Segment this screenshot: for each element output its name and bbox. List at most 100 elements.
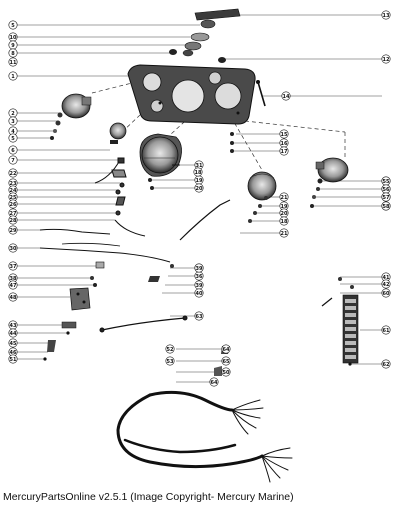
socket-parts [90,261,174,287]
callout-number: 17 [281,149,288,155]
callout-number: 40 [196,291,203,297]
callout-circle [8,133,18,143]
callout-number: 12 [383,57,390,63]
callout-number: 65 [223,359,230,365]
callout-circle [8,292,18,302]
callout-circle [8,328,18,338]
callout-circle [221,356,231,366]
image-caption: MercuryPartsOnline v2.5.1 (Image Copyrig… [3,491,294,503]
trim-strip [194,8,241,21]
callout-circle [279,146,289,156]
bracket-plate [69,287,91,311]
callout-circle [221,344,231,354]
assembly-dashed-lines [91,82,346,171]
callout-circle [381,54,391,64]
callout-number: 44 [10,331,17,337]
terminal-block [321,277,359,366]
callout-circle [209,377,219,387]
callout-number: 48 [10,295,17,301]
callout-number: 25 [10,195,17,201]
callout-number: 50 [223,370,230,376]
callout-number: 39 [196,266,203,272]
callout-number: 22 [10,171,17,177]
callout-number: 9 [11,43,15,49]
callout-circle [279,216,289,226]
callout-circle [381,279,391,289]
callout-number: 63 [196,314,203,320]
callout-number: 5 [11,23,15,29]
callout-circle [8,168,18,178]
right-center-gauge [230,132,277,223]
callout-number: 42 [383,282,390,288]
callout-number: 64 [223,347,230,353]
callout-number: 26 [10,202,17,208]
callout-number: 14 [283,94,290,100]
callout-number: 46 [10,350,17,356]
callout-circle [194,288,204,298]
callout-circle [8,155,18,165]
callout-circle [194,183,204,193]
callout-circle [8,261,18,271]
clip-parts [43,321,77,361]
callout-number: 27 [10,211,17,217]
left-gauge [50,93,92,140]
callout-circle [279,192,289,202]
callout-number: 28 [10,218,17,224]
wire-37 [39,242,171,263]
callout-number: 5 [11,136,15,142]
callout-number: 61 [383,328,390,334]
callout-number: 20 [196,186,203,192]
callout-number: 51 [10,357,17,363]
left-leader-lines [16,24,200,360]
callout-circle [381,359,391,369]
callout-number: 4 [11,129,15,135]
callout-number: 37 [10,264,17,270]
callout-circle [194,263,204,273]
callout-number: 52 [167,347,174,353]
callout-circle [8,215,18,225]
long-screw [256,80,266,107]
callout-number: 23 [10,181,17,187]
callout-number: 39 [196,283,203,289]
callout-circle [279,228,289,238]
callout-number: 64 [211,380,218,386]
callout-number: 18 [281,219,288,225]
callout-circle [8,199,18,209]
wiring-harness [116,390,293,483]
callout-number: 36 [196,274,203,280]
callout-circle [8,280,18,290]
callout-number: 21 [281,195,288,201]
callout-number: 18 [195,170,202,176]
bulb-sockets [39,157,231,241]
callout-circle [8,243,18,253]
callout-number: 38 [10,276,17,282]
callout-number: 57 [383,195,390,201]
callout-number: 8 [11,51,15,57]
right-leader-lines [150,14,382,383]
callout-number: 43 [10,323,17,329]
callout-circle [381,201,391,211]
callout-number: 53 [167,359,174,365]
callout-number: 21 [281,231,288,237]
callout-circle [381,10,391,20]
callout-number: 11 [10,60,17,66]
callout-circle [381,288,391,298]
callout-circle [279,129,289,139]
callout-number: 31 [196,163,203,169]
callout-circle [8,225,18,235]
callout-number: 55 [383,179,390,185]
callout-number: 56 [383,187,390,193]
callout-number: 19 [196,178,203,184]
callout-circle [193,167,203,177]
instrument-panel [127,64,256,125]
callout-number: 45 [10,341,17,347]
callout-circle [381,325,391,335]
callout-circle [221,367,231,377]
callout-number: 1 [11,74,15,80]
far-right-gauge [310,157,349,208]
callout-number: 2 [11,111,15,117]
callout-number: 7 [11,158,15,164]
callout-circle [381,192,391,202]
callout-number: 13 [383,13,390,19]
callout-circle [165,344,175,354]
